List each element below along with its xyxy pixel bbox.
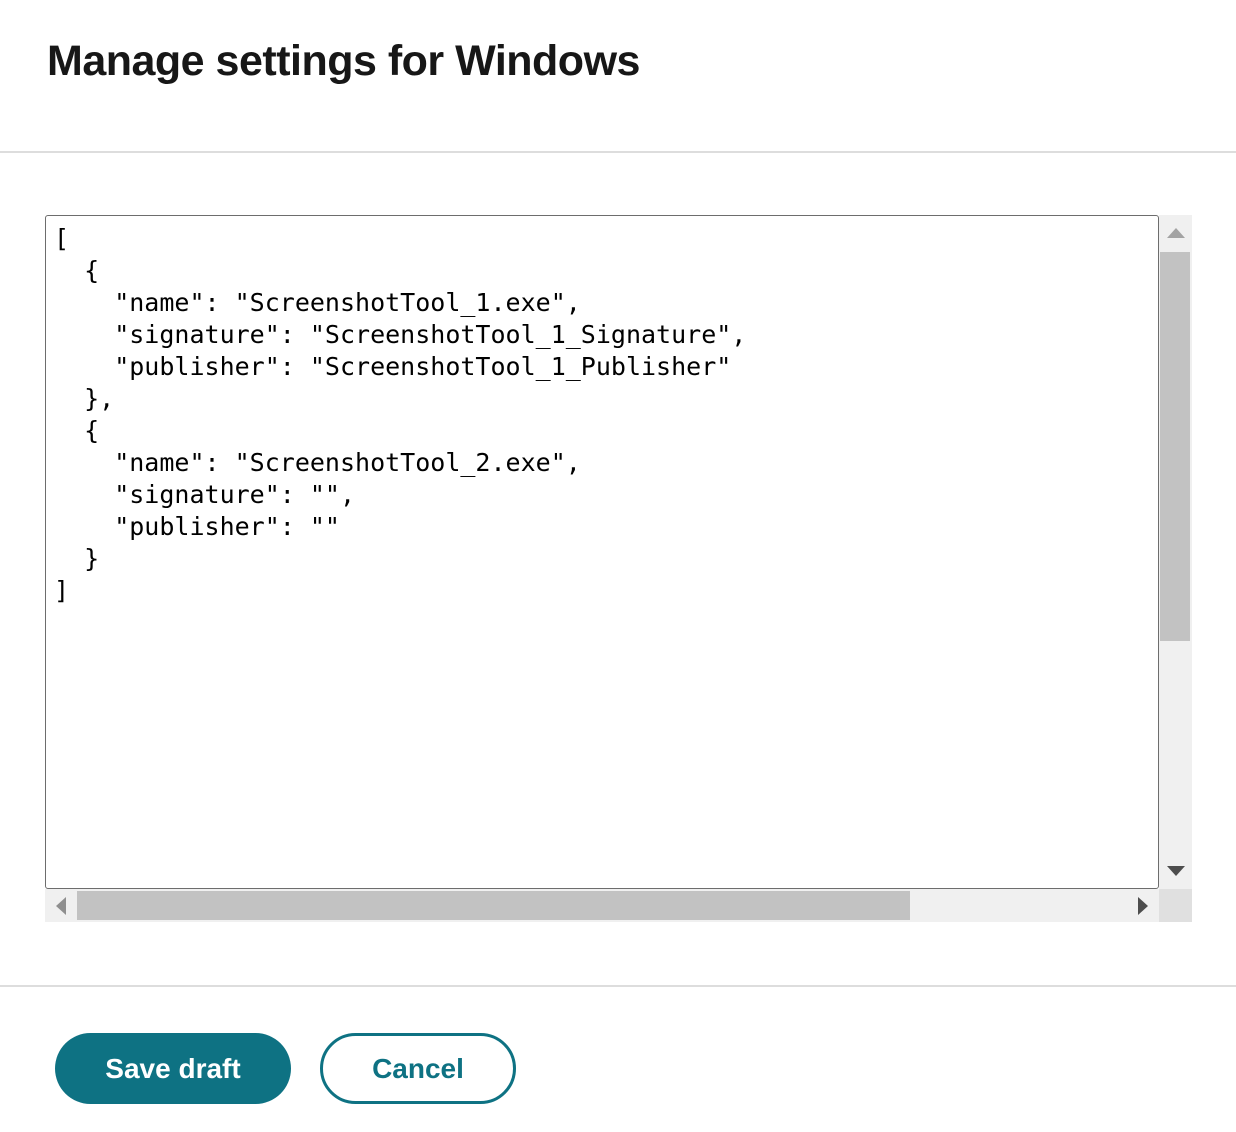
down-arrow-icon (1166, 866, 1185, 876)
code-content: [ { "name": "ScreenshotTool_1.exe", "sig… (54, 224, 747, 605)
scrollbar-corner (1159, 889, 1192, 922)
json-settings-editor: [ { "name": "ScreenshotTool_1.exe", "sig… (45, 215, 1192, 922)
page-title: Manage settings for Windows (47, 37, 640, 85)
save-draft-button[interactable]: Save draft (55, 1033, 291, 1104)
horizontal-scrollbar-thumb[interactable] (77, 891, 910, 920)
horizontal-scrollbar[interactable] (45, 889, 1159, 922)
left-arrow-icon (56, 896, 66, 915)
scroll-up-button[interactable] (1159, 215, 1192, 251)
code-textarea[interactable]: [ { "name": "ScreenshotTool_1.exe", "sig… (45, 215, 1159, 889)
up-arrow-icon (1166, 228, 1185, 238)
scroll-right-button[interactable] (1127, 889, 1159, 922)
footer-divider (0, 985, 1236, 987)
scroll-down-button[interactable] (1159, 853, 1192, 889)
header-divider (0, 151, 1236, 153)
right-arrow-icon (1138, 896, 1148, 915)
scroll-left-button[interactable] (45, 889, 77, 922)
footer-actions: Save draft Cancel (55, 1033, 516, 1104)
cancel-button[interactable]: Cancel (320, 1033, 516, 1104)
vertical-scrollbar-thumb[interactable] (1160, 252, 1190, 641)
vertical-scrollbar[interactable] (1159, 215, 1192, 889)
